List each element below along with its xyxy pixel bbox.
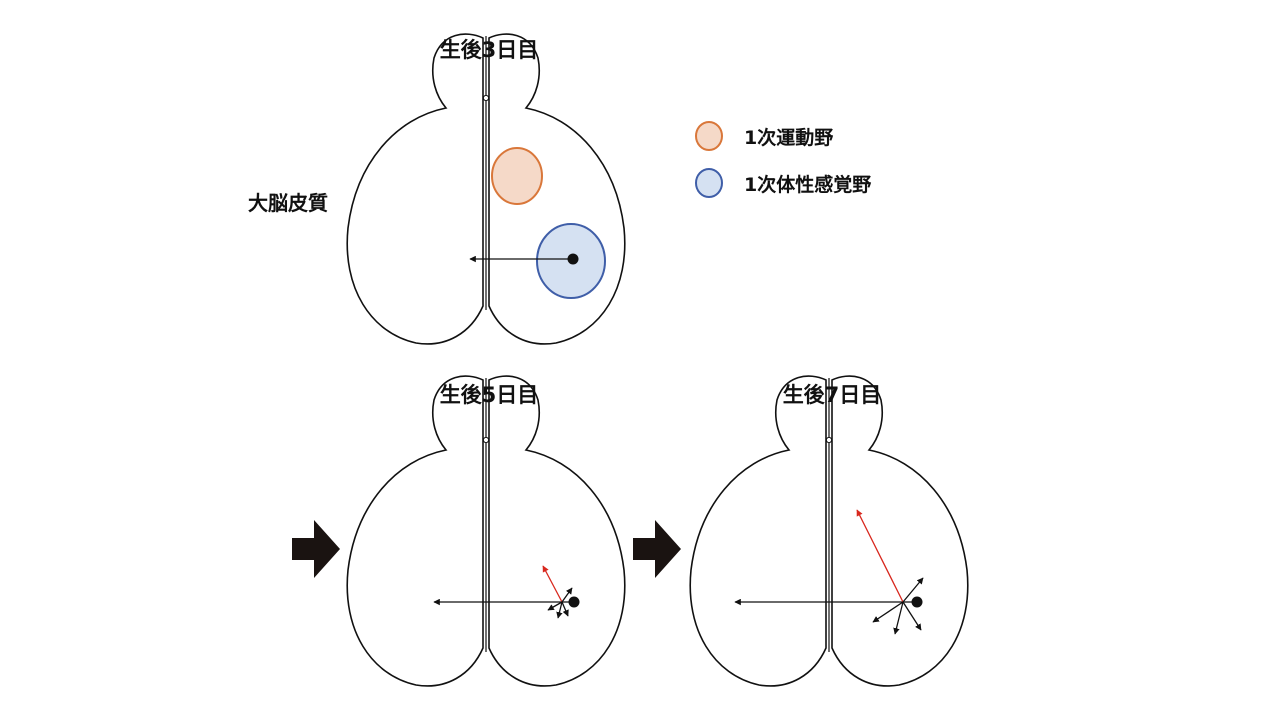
brain-day7 (689, 375, 969, 687)
panel-title-day5: 生後5日目 (440, 383, 539, 407)
branch-arrow (561, 601, 569, 617)
red-branch-arrow (542, 565, 563, 603)
cortex-label: 大脳皮質 (248, 191, 328, 215)
cell-body (568, 596, 580, 608)
right-arrow-icon (292, 520, 340, 578)
legend-swatch-motor (695, 121, 723, 151)
branch-arrow (902, 601, 922, 631)
branch-arrow (561, 587, 573, 603)
legend-label-motor: 1次運動野 (744, 126, 833, 149)
branch-arrow (556, 601, 563, 619)
panel-title-day7: 生後7日目 (783, 383, 882, 407)
branch-arrow (902, 577, 924, 603)
legend-swatch-somatosensory (695, 168, 723, 198)
primary-motor-area (491, 147, 543, 205)
branch-arrow (872, 601, 904, 623)
branch-arrow (547, 601, 563, 611)
legend-label-somatosensory: 1次体性感覚野 (744, 173, 871, 196)
branch-arrow (893, 601, 904, 635)
brain-day5 (346, 375, 626, 687)
panel-title-day3: 生後3日目 (440, 38, 539, 62)
red-branch-arrow (856, 509, 904, 603)
right-arrow-icon (633, 520, 681, 578)
legend: 1次運動野 1次体性感覚野 (695, 121, 871, 198)
cell-body (567, 253, 579, 265)
brain-day3 (346, 33, 626, 345)
cell-body (911, 596, 923, 608)
